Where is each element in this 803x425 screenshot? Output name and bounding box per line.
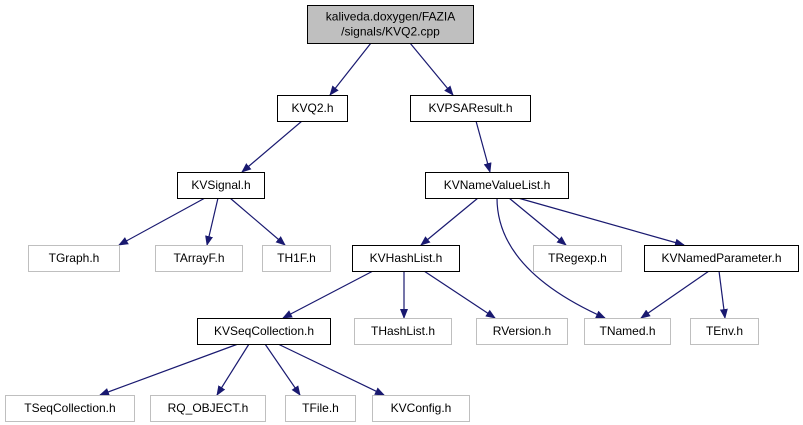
node-label: THashList.h xyxy=(371,324,435,338)
node-kvpsaresult-h[interactable]: KVPSAResult.h xyxy=(410,95,531,122)
node-label: KVSeqCollection.h xyxy=(214,324,314,338)
node-box xyxy=(533,245,622,272)
node-box xyxy=(277,95,348,122)
node-thashlist-h: THashList.h xyxy=(354,318,452,345)
node-kvseqcollection-h[interactable]: KVSeqCollection.h xyxy=(197,318,331,345)
node-root: kaliveda.doxygen/FAZIA/signals/KVQ2.cpp xyxy=(307,5,474,44)
node-box xyxy=(262,245,331,272)
node-rversion-h: RVersion.h xyxy=(476,318,568,345)
edge-kvnamedparameter-h-to-tenv-h xyxy=(718,270,728,319)
edge-kvseqcollection-h-to-tseqcollection-h xyxy=(99,343,239,396)
node-label: KVHashList.h xyxy=(370,251,443,265)
edge-kvseqcollection-h-to-rq_object-h xyxy=(216,343,250,396)
node-tnamed-h: TNamed.h xyxy=(584,318,671,345)
node-label: RVersion.h xyxy=(493,324,551,338)
node-label: KVPSAResult.h xyxy=(428,101,512,115)
node-box xyxy=(644,245,799,272)
node-box xyxy=(354,318,452,345)
node-kvq2-h[interactable]: KVQ2.h xyxy=(277,95,348,122)
edge-kvseqcollection-h-to-kvconfig-h xyxy=(277,343,385,396)
edge-kvnamevaluelist-h-to-kvnamedparameter-h xyxy=(517,197,685,247)
edge-kvnamevaluelist-h-to-tregexp-h xyxy=(508,197,567,246)
node-label: /signals/KVQ2.cpp xyxy=(341,25,440,39)
node-kvnamedparameter-h[interactable]: KVNamedParameter.h xyxy=(644,245,799,272)
edge-kvhashlist-h-to-rversion-h xyxy=(423,270,496,319)
node-th1f-h: TH1F.h xyxy=(262,245,331,272)
node-kvnamevaluelist-h[interactable]: KVNameValueList.h xyxy=(425,172,569,199)
edge-kvhashlist-h-to-kvseqcollection-h xyxy=(282,270,374,319)
node-kvhashlist-h[interactable]: KVHashList.h xyxy=(352,245,460,272)
node-box xyxy=(177,172,265,199)
node-box xyxy=(352,245,460,272)
node-label: TArrayF.h xyxy=(173,251,224,265)
edges-layer xyxy=(99,42,728,396)
edge-kvq2-h-to-kvsignal-h xyxy=(241,120,303,173)
node-box xyxy=(5,395,135,422)
node-label: TSeqCollection.h xyxy=(24,401,115,415)
node-label: KVQ2.h xyxy=(291,101,333,115)
node-box xyxy=(150,395,266,422)
node-kvsignal-h[interactable]: KVSignal.h xyxy=(177,172,265,199)
node-box xyxy=(307,5,474,44)
node-tenv-h: TEnv.h xyxy=(690,318,759,345)
node-label: KVConfig.h xyxy=(391,401,452,415)
edge-kvsignal-h-to-tarrayf-h xyxy=(205,197,219,246)
edge-kvseqcollection-h-to-tfile-h xyxy=(264,343,301,396)
node-label: TFile.h xyxy=(302,401,339,415)
edge-kvsignal-h-to-th1f-h xyxy=(229,197,286,246)
edge-kvpsaresult-h-to-kvnamevaluelist-h xyxy=(475,120,492,173)
node-label: KVSignal.h xyxy=(191,178,250,192)
node-box xyxy=(425,172,569,199)
node-label: KVNamedParameter.h xyxy=(661,251,781,265)
node-box xyxy=(476,318,568,345)
node-box xyxy=(197,318,331,345)
node-tseqcollection-h: TSeqCollection.h xyxy=(5,395,135,422)
node-label: KVNameValueList.h xyxy=(444,178,551,192)
node-tarrayf-h: TArrayF.h xyxy=(155,245,243,272)
node-rq_object-h: RQ_OBJECT.h xyxy=(150,395,266,422)
edge-kvsignal-h-to-tgraph-h xyxy=(118,197,206,246)
node-label: TEnv.h xyxy=(706,324,743,338)
node-box xyxy=(690,318,759,345)
node-label: TNamed.h xyxy=(599,324,655,338)
nodes-layer: kaliveda.doxygen/FAZIA/signals/KVQ2.cppK… xyxy=(5,5,799,422)
node-tregexp-h: TRegexp.h xyxy=(533,245,622,272)
node-label: kaliveda.doxygen/FAZIA xyxy=(326,10,455,24)
node-tfile-h: TFile.h xyxy=(285,395,356,422)
node-box xyxy=(372,395,470,422)
edge-root-to-kvpsaresult-h xyxy=(409,42,454,96)
node-box xyxy=(28,245,120,272)
node-label: TH1F.h xyxy=(277,251,316,265)
node-box xyxy=(584,318,671,345)
node-box xyxy=(155,245,243,272)
node-tgraph-h: TGraph.h xyxy=(28,245,120,272)
node-label: TGraph.h xyxy=(49,251,100,265)
edge-root-to-kvq2-h xyxy=(329,42,372,96)
node-kvconfig-h: KVConfig.h xyxy=(372,395,470,422)
edge-kvnamevaluelist-h-to-kvhashlist-h xyxy=(420,197,479,246)
node-box xyxy=(410,95,531,122)
edge-kvnamevaluelist-h-to-tnamed-h xyxy=(496,197,606,319)
node-label: RQ_OBJECT.h xyxy=(168,401,249,415)
node-box xyxy=(285,395,356,422)
edge-kvnamedparameter-h-to-tnamed-h xyxy=(640,270,710,319)
node-label: TRegexp.h xyxy=(548,251,607,265)
